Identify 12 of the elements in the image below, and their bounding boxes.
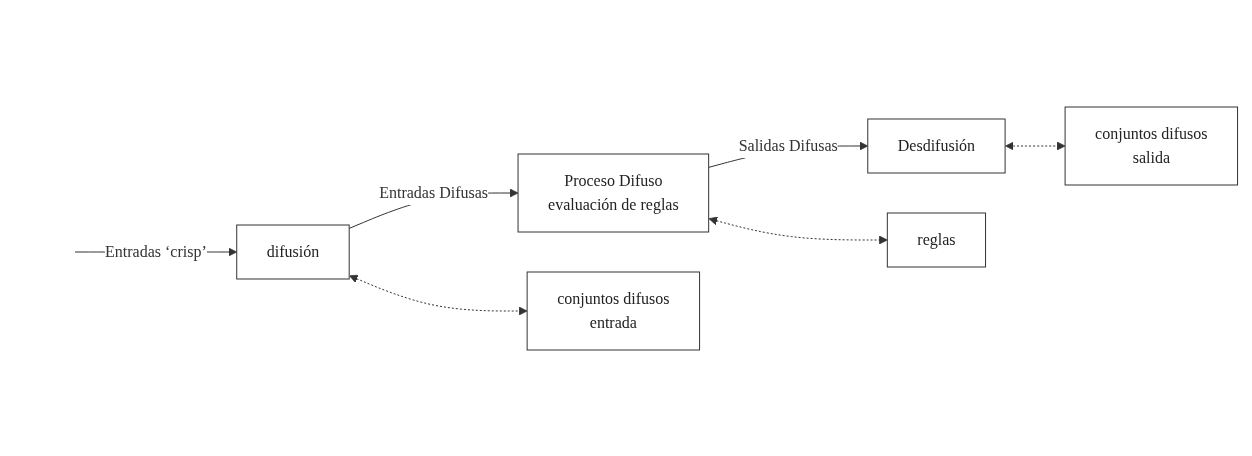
node-box: conjuntos difusos salida	[1064, 106, 1238, 185]
node-box: conjuntos difusos entrada	[526, 271, 700, 350]
arrow	[708, 216, 888, 244]
edge-label: Salidas Difusas	[738, 136, 838, 154]
node-box: reglas	[886, 212, 986, 267]
edge-label: Entradas Difusas	[378, 183, 488, 201]
node-box: difusión	[235, 224, 350, 279]
arrow	[1004, 141, 1066, 150]
edge-label: Entradas ‘crisp’	[104, 242, 207, 260]
node-box: Desdifusión	[867, 118, 1006, 173]
node-box: Proceso Difuso evaluación de reglas	[517, 153, 709, 232]
arrow	[348, 274, 528, 315]
